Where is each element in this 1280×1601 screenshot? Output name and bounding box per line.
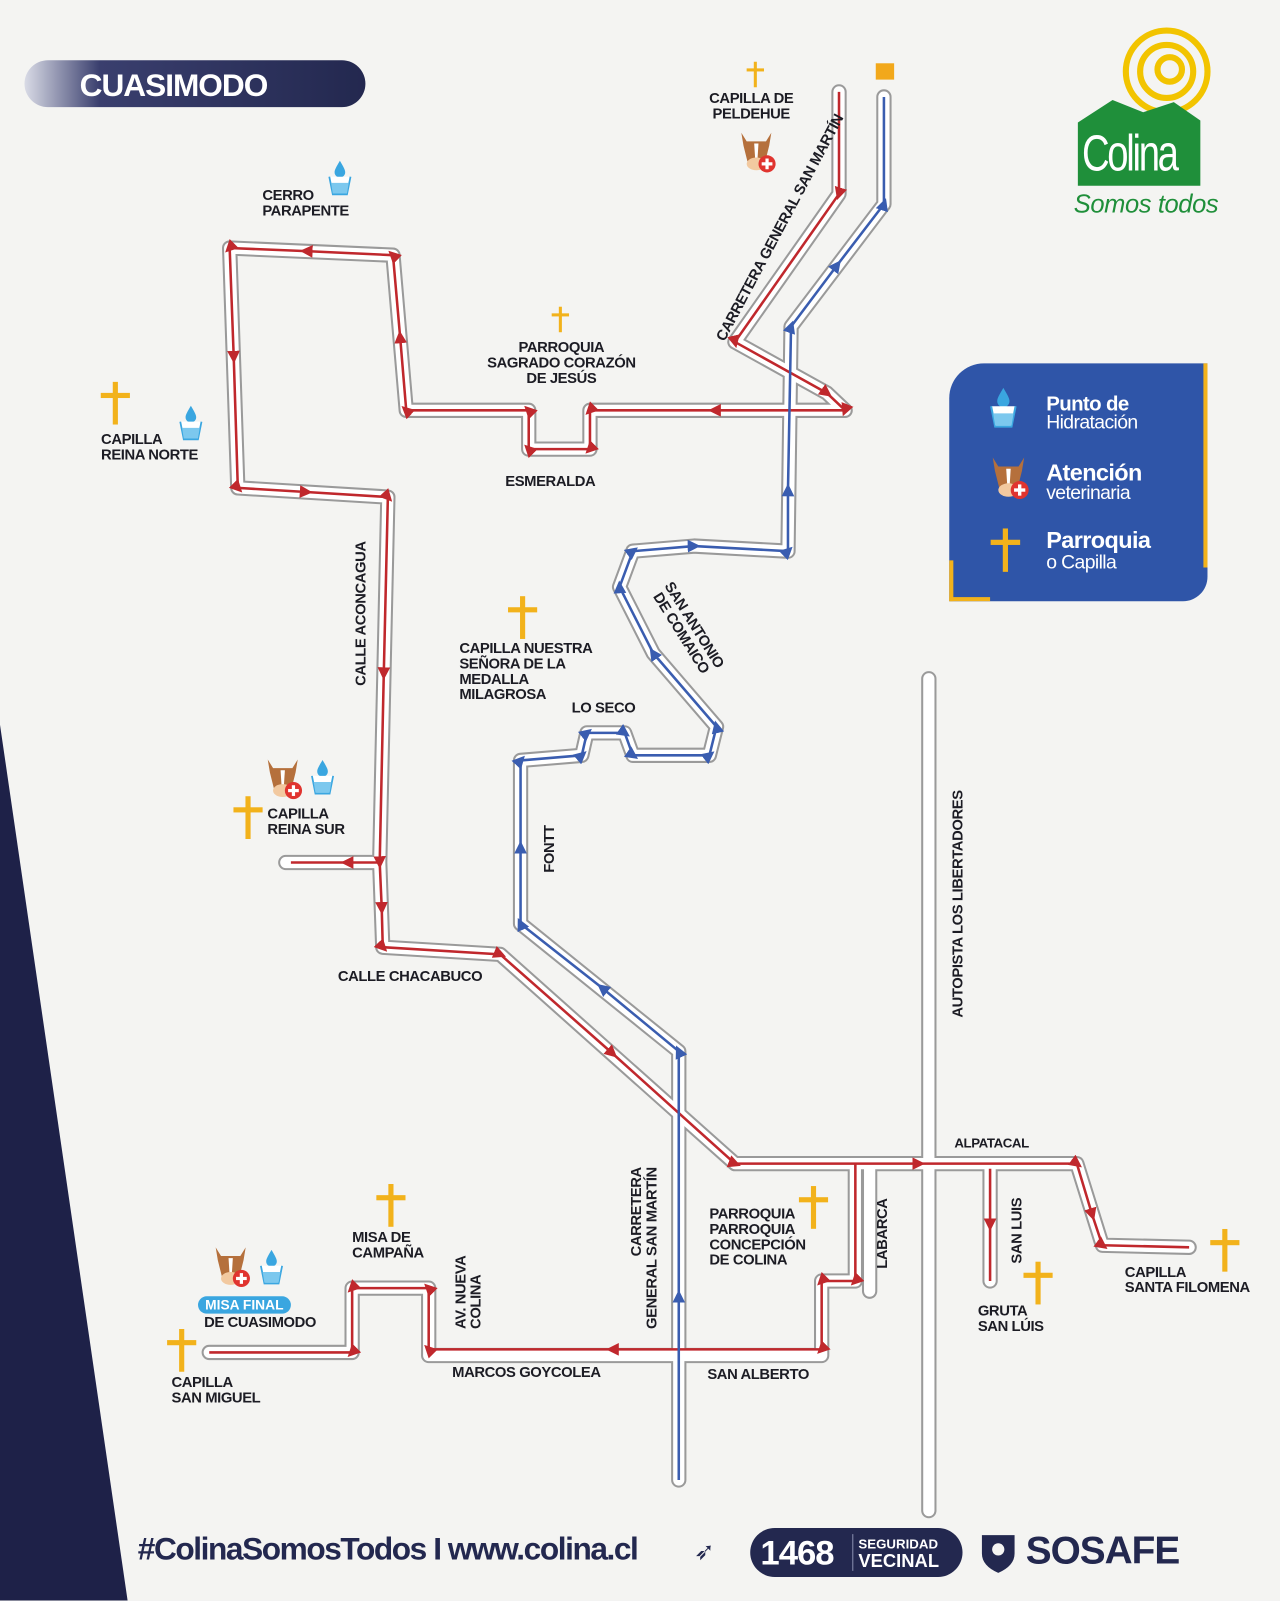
street-label: MARCOS GOYCOLEA <box>452 1364 601 1382</box>
cross-icon <box>990 528 1021 572</box>
place-label: CERRO PARAPENTE <box>262 187 349 220</box>
horse-vet-icon <box>215 1247 250 1288</box>
legend-accent <box>949 560 954 602</box>
street-label: ESMERALDA <box>505 473 596 490</box>
street-label: LO SECO <box>571 700 636 717</box>
place-label: DE CUASIMODO <box>204 1314 317 1331</box>
place-label: CAPILLA SANTA FILOMENA <box>1124 1264 1250 1297</box>
sun-swirl-icon <box>1122 27 1211 116</box>
horse-vet-icon <box>267 759 303 800</box>
street-label: SAN LUIS <box>1009 1197 1026 1264</box>
place-label: CAPILLA DE PELDEHUE <box>709 90 794 123</box>
footer-website-link[interactable]: #ColinaSomosTodos I www.colina.cl <box>137 1531 639 1567</box>
divider <box>852 1534 854 1571</box>
legend-accent <box>1203 363 1208 568</box>
street-label: LABARCA <box>874 1198 892 1269</box>
roads <box>201 84 1197 1519</box>
cross-icon <box>376 1184 406 1227</box>
place-label: CAPILLA NUESTRA SEÑORA DE LA MEDALLA MIL… <box>459 640 593 704</box>
street-label: SAN ALBERTO <box>707 1366 809 1384</box>
phone-line2: VECINAL <box>858 1550 940 1571</box>
cross-icon <box>551 306 570 333</box>
horse-vet-icon <box>741 132 776 173</box>
legend-title: Punto de <box>1046 392 1129 416</box>
street-label: FONTT <box>541 825 559 873</box>
horse-vet-icon <box>992 457 1029 500</box>
map-icons <box>100 61 1240 1372</box>
start-marker <box>875 63 895 80</box>
street-label: ALPATACAL <box>954 1135 1029 1151</box>
cross-icon <box>746 61 764 88</box>
place-label: CAPILLA SAN MIGUEL <box>171 1374 261 1407</box>
legend-title: Atención <box>1046 459 1142 486</box>
legend-subtitle: o Capilla <box>1046 552 1117 574</box>
cross-icon <box>167 1328 197 1372</box>
misa-final-badge: MISA FINAL <box>198 1296 291 1314</box>
legend-subtitle: veterinaria <box>1046 482 1131 505</box>
cross-icon <box>1023 1261 1053 1305</box>
street-label: CALLE CHACABUCO <box>337 968 483 985</box>
legend: Punto de Hidratación Atención veterinari… <box>949 363 1208 602</box>
cross-icon <box>100 381 130 425</box>
colina-logo <box>1077 27 1211 186</box>
phone-badge[interactable]: 1468 SEGURIDAD VECINAL <box>750 1527 963 1577</box>
street-label: CARRETERA GENERAL SAN MARTÍN <box>628 1167 661 1329</box>
place-label: GRUTA SAN LÚIS <box>977 1303 1044 1336</box>
street-label: AV. NUEVA COLINA <box>453 1255 485 1329</box>
place-label: PARROQUIA PARROQUIA CONCEPCIÓN DE COLINA <box>709 1206 806 1269</box>
street-label: CALLE ACONCAGUA <box>353 541 370 686</box>
route-blue <box>511 96 888 1481</box>
logo-slogan: Somos todos <box>1073 189 1219 219</box>
legend-accent <box>949 597 991 602</box>
place-label: MISA DE CAMPAÑA <box>352 1229 424 1262</box>
phone-line1: SEGURIDAD <box>858 1536 939 1552</box>
pointer-click-icon: ➶ <box>694 1538 715 1566</box>
phone-number: 1468 <box>760 1534 834 1573</box>
side-strip <box>0 724 128 1601</box>
page-title-text: CUASIMODO <box>79 67 269 104</box>
page-title: CUASIMODO <box>24 60 366 108</box>
legend-title: Parroquia <box>1046 526 1151 554</box>
logo-name: Colina <box>1081 124 1179 182</box>
place-label: PARROQUIA SAGRADO CORAZÓN DE JESÚS <box>487 339 636 387</box>
cross-icon <box>233 796 263 840</box>
legend-subtitle: Hidratación <box>1046 412 1138 434</box>
water-cup-icon <box>259 1248 284 1285</box>
place-label: CAPILLA REINA NORTE <box>101 431 198 464</box>
water-cup-icon <box>990 386 1017 428</box>
water-cup-icon <box>310 758 335 795</box>
cross-icon <box>508 596 538 639</box>
place-label: CAPILLA REINA SUR <box>267 806 345 838</box>
shield-icon <box>981 1535 1015 1573</box>
sosafe-logo: SOSAFE <box>1025 1530 1180 1573</box>
street-label: AUTOPISTA LOS LIBERTADORES <box>950 790 967 1018</box>
